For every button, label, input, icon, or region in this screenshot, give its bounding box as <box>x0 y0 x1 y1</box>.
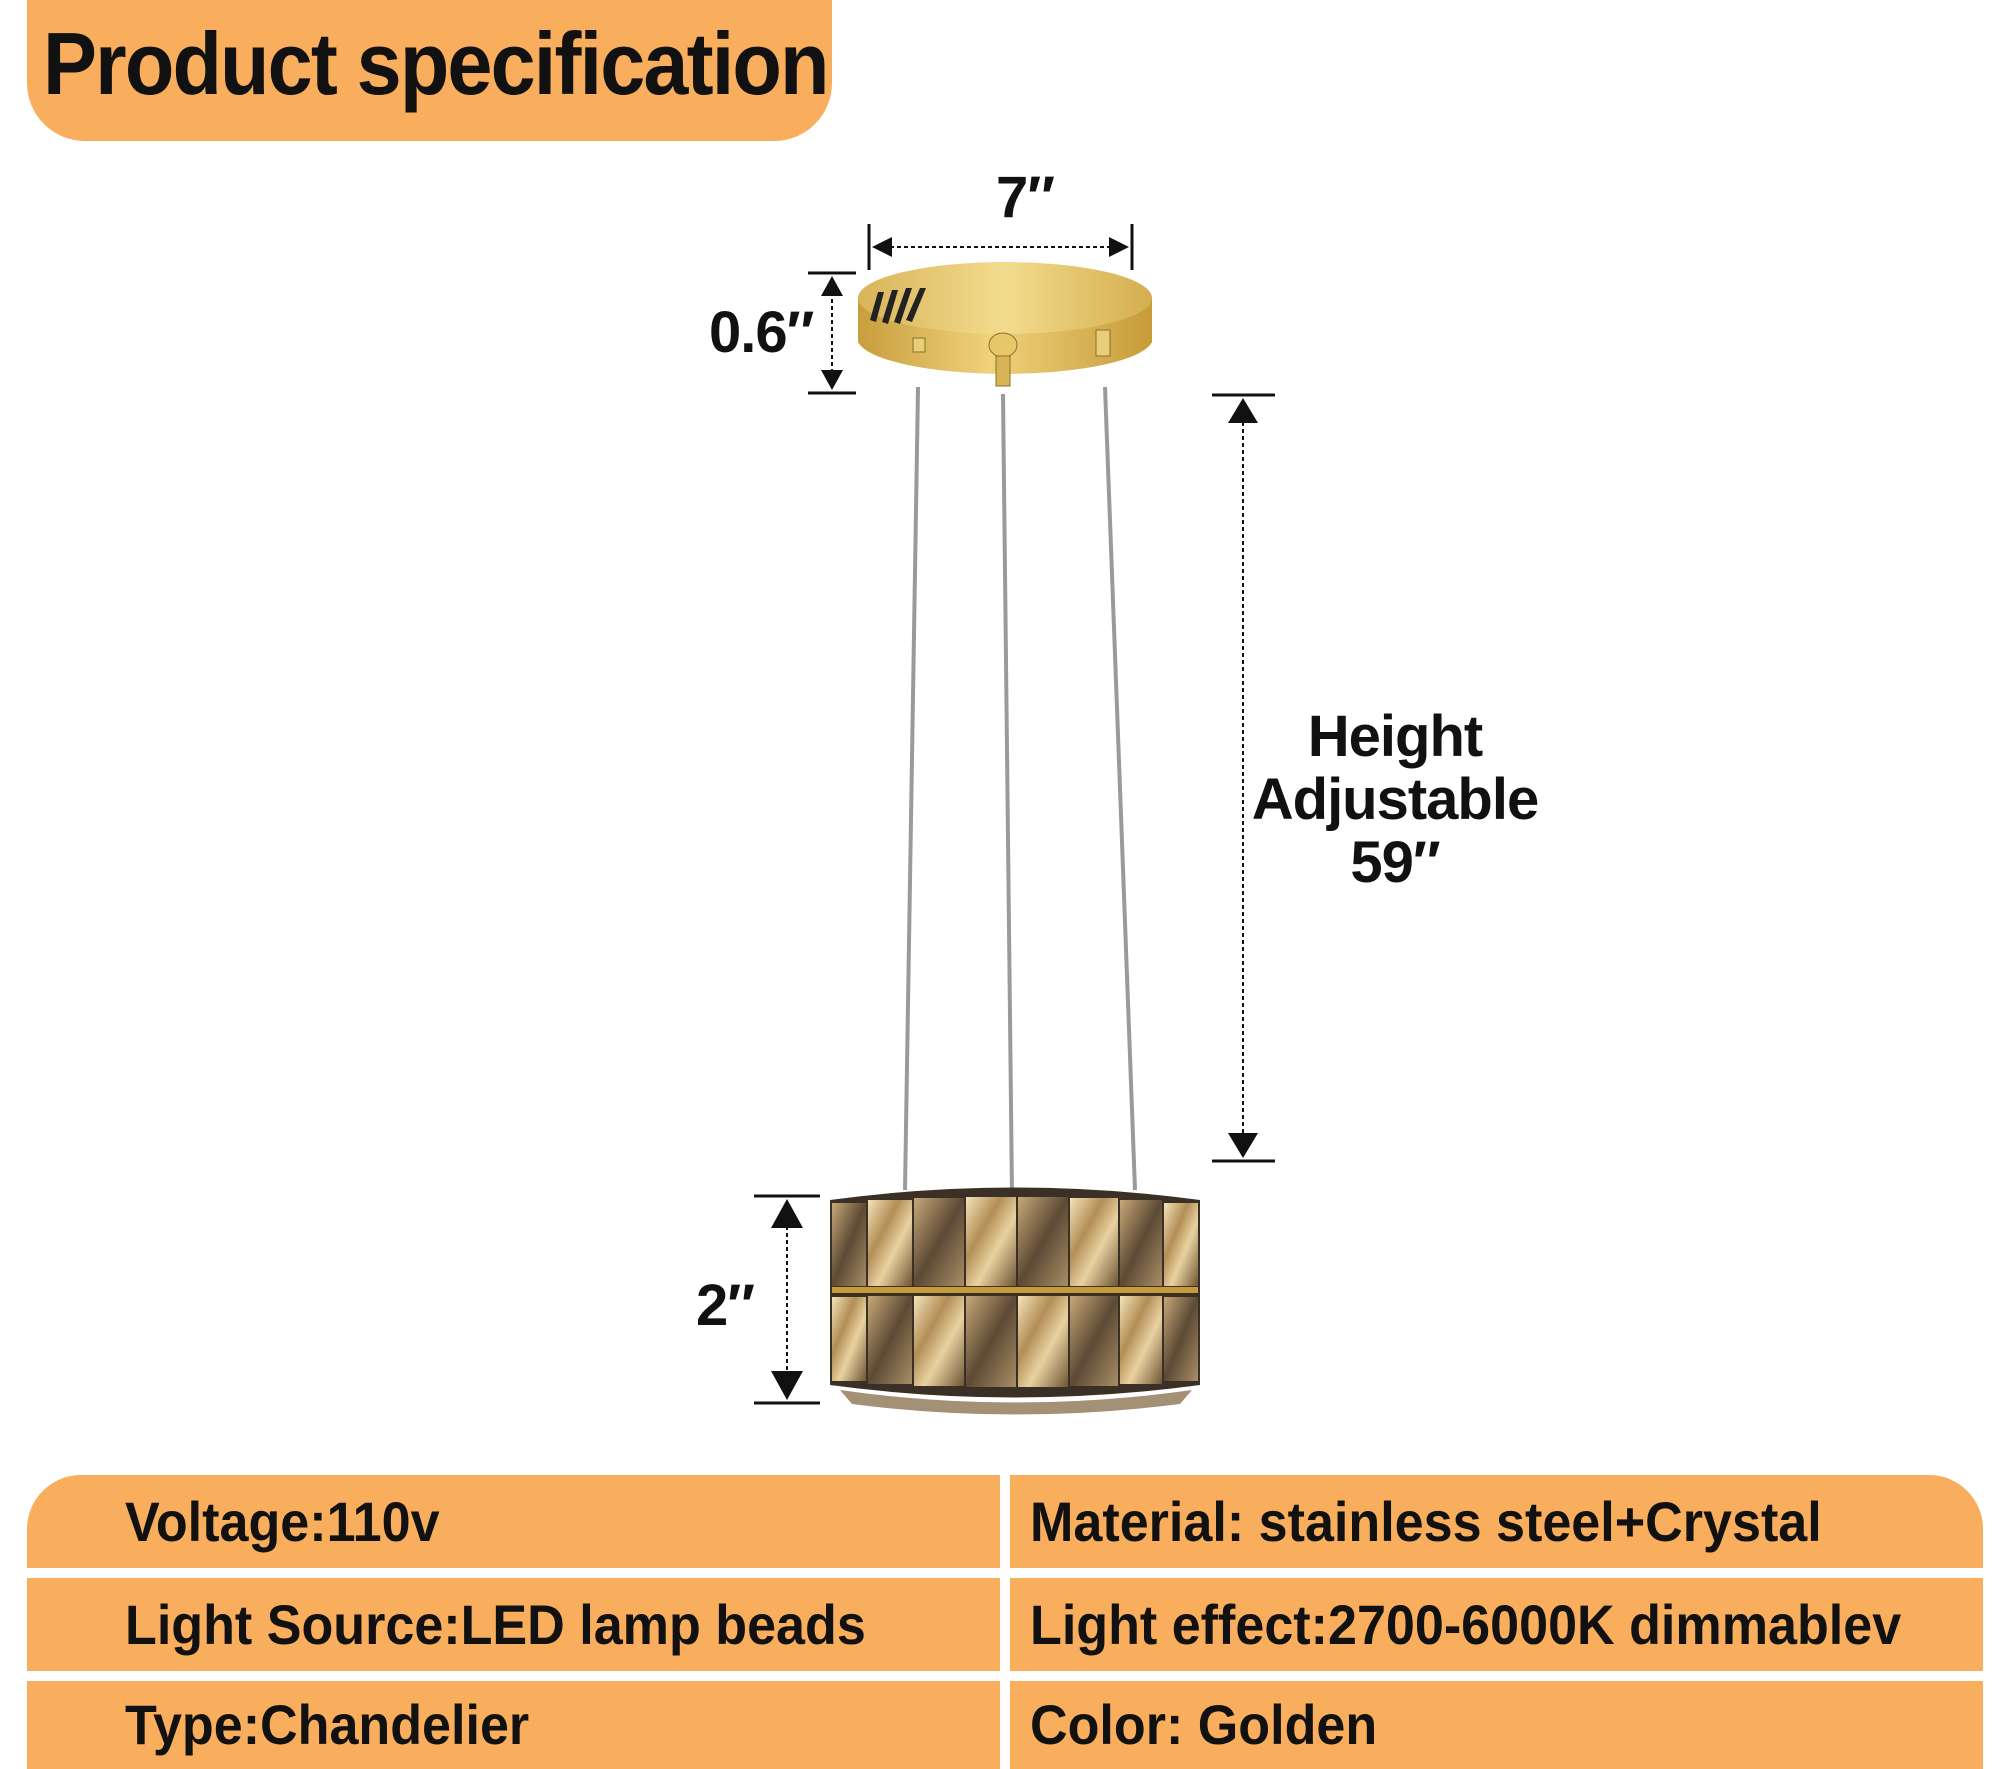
page-title: Product specification <box>43 14 829 113</box>
spec-color-text: Color: Golden <box>1030 1693 1378 1756</box>
spec-light-source-text: Light Source:LED lamp beads <box>125 1593 866 1656</box>
height-label-line-1: Height <box>1307 704 1483 769</box>
shade-height-marker <box>754 1194 820 1405</box>
cord-length-marker <box>1212 393 1275 1163</box>
height-adjustable-label: Height Adjustable 59″ <box>1205 705 1585 894</box>
spec-light-source: Light Source:LED lamp beads <box>27 1578 1000 1671</box>
width-dimension-marker <box>867 224 1134 270</box>
spec-voltage-text: Voltage:110v <box>125 1490 440 1553</box>
spec-type: Type:Chandelier <box>27 1681 1000 1769</box>
spec-light-effect: Light effect:2700-6000K dimmablev <box>1010 1578 1983 1671</box>
shade-height-label: 2″ <box>696 1273 755 1338</box>
spec-material-text: Material: stainless steel+Crystal <box>1030 1490 1822 1553</box>
crystal-row-upper <box>832 1197 1198 1286</box>
header-banner <box>27 0 832 141</box>
spec-light-effect-text: Light effect:2700-6000K dimmablev <box>1030 1593 1902 1656</box>
spec-table: Voltage:110v Material: stainless steel+C… <box>27 1475 1983 1769</box>
spec-type-text: Type:Chandelier <box>125 1693 530 1756</box>
height-label-line-3: 59″ <box>1350 830 1440 895</box>
spec-material: Material: stainless steel+Crystal <box>1010 1475 1983 1568</box>
canopy-vent <box>870 288 926 324</box>
spec-voltage: Voltage:110v <box>27 1475 1000 1568</box>
crystal-shade <box>830 1187 1200 1415</box>
canopy <box>858 262 1152 387</box>
width-dimension-label: 7″ <box>996 165 1055 230</box>
spec-color: Color: Golden <box>1010 1681 1983 1769</box>
suspension-wires <box>903 386 1137 1196</box>
crystal-row-lower <box>832 1296 1198 1387</box>
height-label-line-2: Adjustable <box>1251 767 1540 832</box>
canopy-height-marker <box>808 271 856 395</box>
canopy-height-label: 0.6″ <box>709 300 814 365</box>
